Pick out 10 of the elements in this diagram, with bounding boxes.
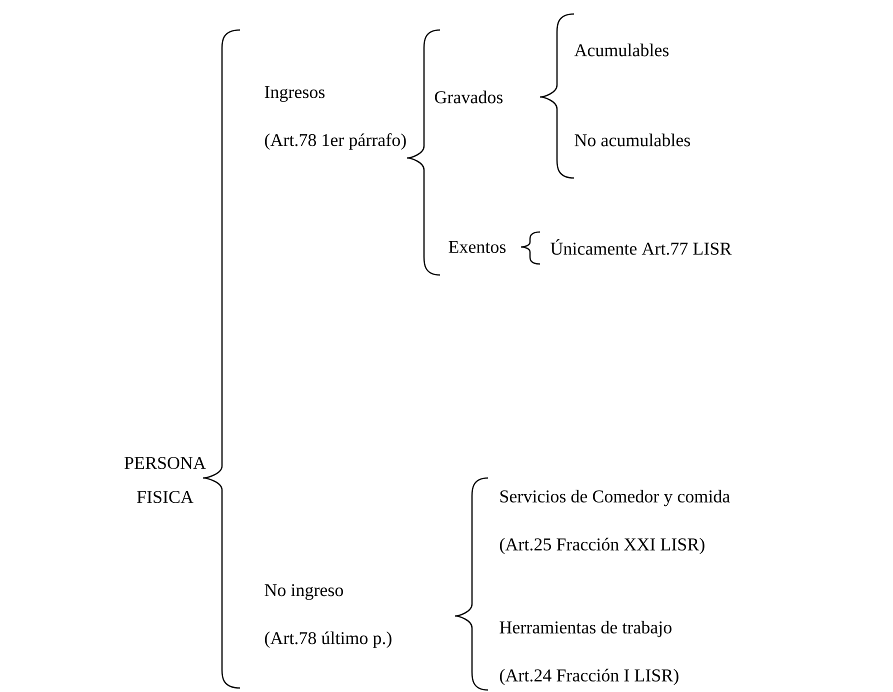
tree-label: Exentos bbox=[448, 241, 506, 253]
tree-label: Gravados bbox=[434, 90, 503, 104]
tree-label: No ingreso (Art.78 último p.) bbox=[264, 584, 392, 648]
tree-label: Herramientas de trabajo (Art.24 Fracción I LISR) bbox=[500, 620, 678, 686]
tree-label: No acumulables bbox=[574, 134, 690, 146]
tree-label: Servicios de Comedor y comida (Art.25 Fracción XXI LISR) bbox=[500, 490, 730, 554]
tree-label: Acumulables bbox=[574, 44, 669, 56]
tree-label: Ingresos (Art.78 1er párrafo) bbox=[264, 86, 406, 150]
tree-label: Únicamente Art.77 LISR bbox=[550, 239, 732, 255]
tree-label: PERSONA FISICA bbox=[124, 456, 206, 504]
